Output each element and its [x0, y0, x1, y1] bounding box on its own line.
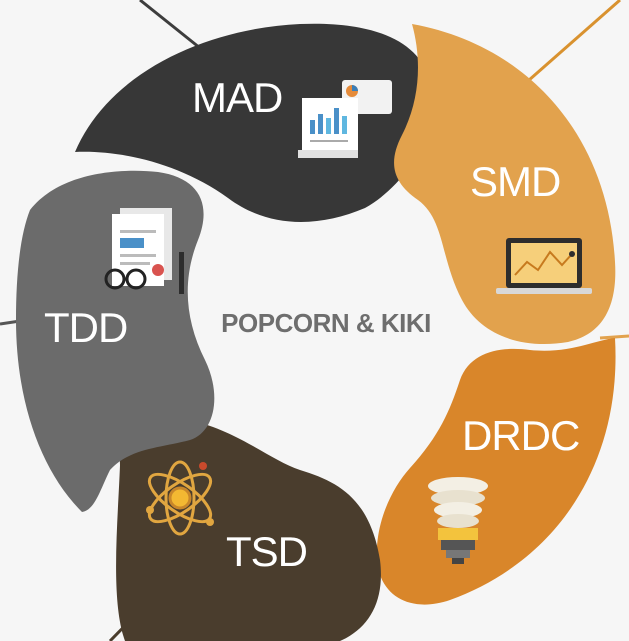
segment-label-smd: SMD	[470, 158, 560, 205]
atom-icon	[146, 460, 214, 536]
connector-line-top-left	[139, 0, 201, 50]
segment-label-drdc: DRDC	[462, 412, 579, 459]
connector-line-right	[599, 334, 629, 340]
segment-mad	[75, 23, 433, 222]
segment-label-mad: MAD	[192, 74, 282, 121]
segment-label-tdd: TDD	[44, 304, 127, 351]
laptop-chart-icon	[496, 238, 592, 294]
segment-tsd	[116, 417, 381, 641]
report-charts-icon	[298, 80, 392, 158]
documents-glasses-icon	[104, 208, 184, 294]
lightbulb-icon	[428, 477, 488, 564]
segment-drdc	[376, 338, 616, 605]
segment-label-tsd: TSD	[226, 528, 307, 575]
connector-line-top-right	[519, 0, 621, 90]
center-label: POPCORN & KIKI	[221, 308, 431, 338]
